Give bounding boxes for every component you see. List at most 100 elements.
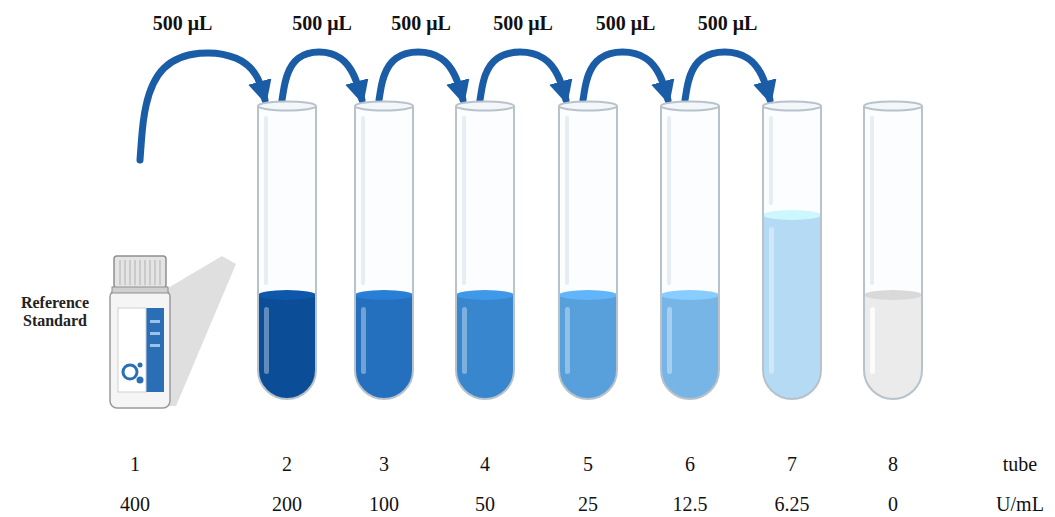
reference-standard-vial: Reference Standard 1 400: [0, 160, 240, 517]
tube-illustration: [843, 100, 943, 406]
cap-ridge: [160, 260, 161, 285]
row-header: U/mL: [990, 493, 1050, 516]
liquid-surface: [763, 210, 821, 220]
tube-illustration: [334, 100, 434, 406]
tube-outline: [763, 106, 821, 399]
tube-illustration: [742, 100, 842, 406]
vial-label: Reference Standard: [6, 294, 104, 331]
volume-label: 500 μL: [151, 12, 215, 35]
cap-ridge: [140, 260, 141, 285]
liquid: [864, 295, 922, 399]
vial-label-band: [146, 308, 164, 392]
glass-highlight: [361, 116, 365, 285]
test-tube: 525: [538, 100, 638, 517]
tube-outline: [661, 106, 719, 399]
tube-number: 4: [435, 453, 535, 476]
label-mark: [150, 320, 160, 323]
liquid: [456, 295, 514, 399]
transfer-arrow: [379, 52, 463, 100]
transfer-arrow: [480, 52, 566, 100]
tube-number: 8: [843, 453, 943, 476]
vial-body: [110, 290, 170, 408]
liquid: [763, 215, 821, 399]
volume-label: 500 μL: [696, 12, 760, 35]
tube-glass: [258, 106, 316, 399]
tube-illustration: [435, 100, 535, 406]
cap-ridge: [130, 260, 131, 285]
glass-highlight: [769, 227, 774, 374]
tube-outline: [456, 106, 514, 399]
test-tube: 4 50: [435, 100, 535, 517]
liquid: [661, 295, 719, 399]
glass-highlight: [264, 307, 269, 374]
tube-illustration: [538, 100, 638, 406]
vial-logo: [137, 377, 144, 384]
label-mark: [150, 344, 160, 347]
glass-highlight: [769, 116, 773, 205]
test-tube: 80: [843, 100, 943, 517]
liquid-surface: [258, 290, 316, 300]
tube-number: 5: [538, 453, 638, 476]
liquid-surface: [559, 290, 617, 300]
volume-label: 500 μL: [491, 12, 555, 35]
cap-ridge: [120, 260, 121, 285]
vial-neck: [112, 287, 168, 293]
liquid: [258, 295, 316, 399]
vial-cap: [114, 256, 166, 288]
concentration-value: 100: [334, 493, 434, 516]
liquid: [559, 295, 617, 399]
tube-glass: [559, 106, 617, 399]
tube-outline: [864, 106, 922, 399]
liquid-surface: [661, 290, 719, 300]
tube-outline: [559, 106, 617, 399]
cap-ridge: [150, 260, 151, 285]
tube-rim: [456, 102, 514, 111]
glass-highlight: [667, 116, 671, 285]
concentration-value: 400: [90, 493, 180, 516]
tube-number: 3: [334, 453, 434, 476]
vial-shadow: [168, 256, 236, 406]
glass-highlight: [870, 307, 875, 374]
tube-glass: [456, 106, 514, 399]
liquid-surface: [456, 290, 514, 300]
cap-ridge: [155, 260, 156, 285]
glass-highlight: [870, 116, 874, 285]
tube-glass: [355, 106, 413, 399]
tube-rim: [661, 102, 719, 111]
vial-logo: [138, 363, 143, 368]
label-mark: [150, 332, 160, 335]
test-tube: 3 100: [334, 100, 434, 517]
transfer-arrow: [282, 52, 362, 100]
row-header: tube: [990, 453, 1050, 476]
vial-logo: [123, 365, 137, 379]
glass-highlight: [361, 307, 366, 374]
tube-rim: [559, 102, 617, 111]
tube-illustration: [237, 100, 337, 406]
liquid-surface: [864, 290, 922, 300]
tube-rim: [258, 102, 316, 111]
tube-number: 2: [237, 453, 337, 476]
tube-number: 7: [742, 453, 842, 476]
transfer-arrow: [583, 52, 668, 100]
tube-rim: [763, 102, 821, 111]
tube-glass: [661, 106, 719, 399]
tube-number: 1: [90, 453, 180, 476]
vial-label-panel: [118, 308, 146, 392]
liquid: [355, 295, 413, 399]
transfer-arrow: [685, 52, 770, 100]
concentration-value: 6.25: [742, 493, 842, 516]
concentration-value: 12.5: [640, 493, 740, 516]
glass-highlight: [462, 307, 467, 374]
test-tube: 2200: [237, 100, 337, 517]
cap-ridge: [135, 260, 136, 285]
volume-label: 500 μL: [389, 12, 453, 35]
volume-label: 500 μL: [290, 12, 354, 35]
concentration-value: 50: [435, 493, 535, 516]
tube-illustration: [640, 100, 740, 406]
glass-highlight: [462, 116, 466, 285]
glass-highlight: [667, 307, 672, 374]
liquid-surface: [355, 290, 413, 300]
glass-highlight: [565, 116, 569, 285]
tube-rim: [355, 102, 413, 111]
